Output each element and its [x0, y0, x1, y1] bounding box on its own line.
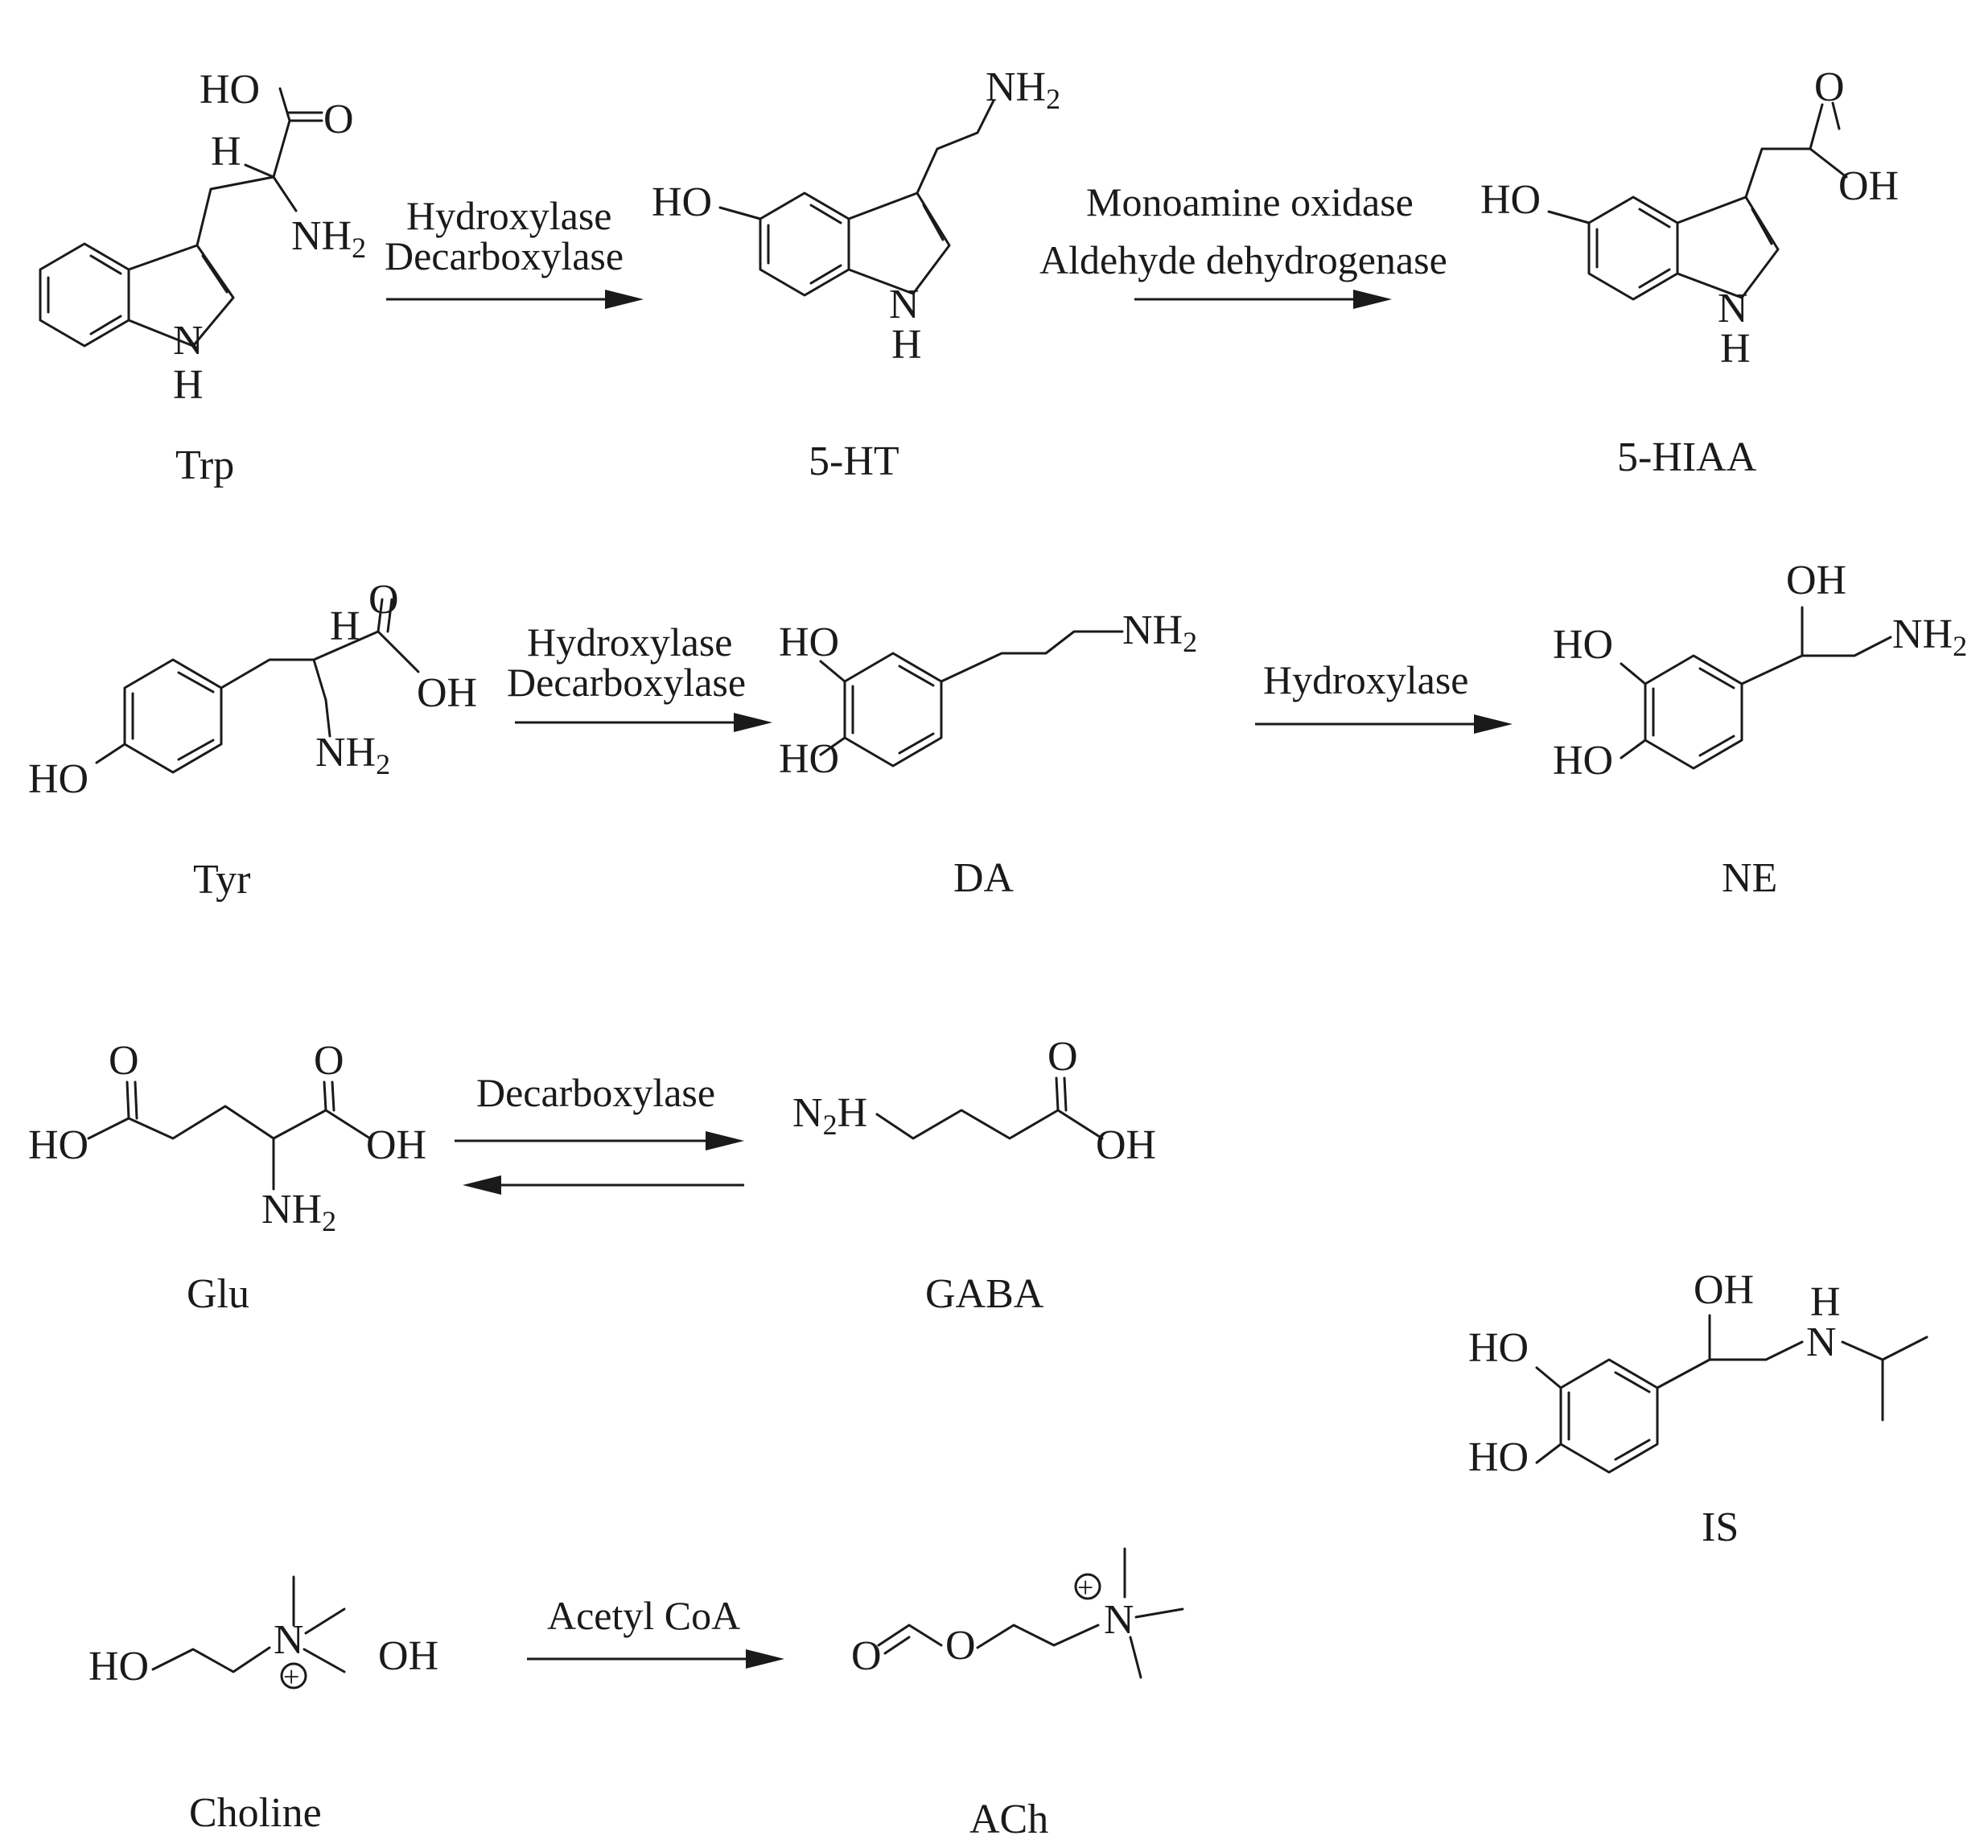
glu-nh2-label: NH2 — [261, 1187, 336, 1237]
compound-label-is: IS — [1702, 1504, 1739, 1550]
enzyme-label: Monoamine oxidase — [1086, 179, 1414, 224]
5hiaa-structure: HO O OH N H — [1480, 64, 1899, 372]
choline-plus-charge: + — [283, 1661, 299, 1693]
trp-ring-h-label: H — [173, 362, 204, 408]
trp-ho-label: HO — [200, 67, 260, 113]
enzyme-label: Hydroxylase — [527, 619, 733, 665]
tyr-carbonyl-o-label: O — [368, 577, 399, 623]
ach-structure: O O N + — [851, 1547, 1184, 1679]
ne-nh2-label: NH2 — [1892, 611, 1967, 662]
is-ho-bottom-label: HO — [1468, 1434, 1529, 1480]
5ht-nh2-label: NH2 — [986, 64, 1060, 115]
compound-label-ach: ACh — [969, 1797, 1048, 1842]
da-structure: HO HO NH2 — [779, 607, 1197, 782]
compound-label-glu: Glu — [187, 1271, 249, 1317]
enzyme-label: Hydroxylase — [406, 193, 612, 238]
da-ho-top-label: HO — [779, 619, 839, 665]
is-amine-n-label: N — [1806, 1319, 1837, 1365]
ne-ho-top-label: HO — [1553, 622, 1613, 668]
ach-ester-o-label: O — [945, 1623, 976, 1669]
compound-label-trp: Trp — [175, 442, 234, 488]
arrow-glu-gaba-equilibrium: Decarboxylase — [455, 1070, 744, 1195]
compound-label-5hiaa: 5-HIAA — [1617, 434, 1757, 480]
choline-hydroxide-label: OH — [378, 1633, 438, 1679]
gaba-carbonyl-o-label: O — [1048, 1034, 1078, 1080]
trp-nh2-label: NH2 — [291, 213, 366, 264]
enzyme-label: Aldehyde dehydrogenase — [1039, 237, 1447, 282]
glu-o-left-label: O — [109, 1038, 139, 1084]
glu-structure: O O HO OH NH2 — [28, 1038, 426, 1237]
arrow-choline-to-ach: Acetyl CoA — [527, 1593, 784, 1669]
5ht-ring-h-label: H — [891, 322, 922, 368]
arrow-da-to-ne: Hydroxylase — [1255, 657, 1513, 734]
tyr-ho-label: HO — [28, 756, 88, 802]
compound-label-tyr: Tyr — [193, 857, 250, 903]
compound-label-choline: Choline — [189, 1790, 322, 1836]
compound-label-ne: NE — [1722, 855, 1777, 901]
ach-n-label: N — [1104, 1597, 1134, 1643]
5hiaa-oh-label: OH — [1838, 163, 1899, 209]
compound-label-5ht: 5-HT — [809, 438, 899, 484]
enzyme-label: Acetyl CoA — [547, 1593, 740, 1638]
choline-ho-label: HO — [88, 1644, 149, 1690]
ne-ho-bottom-label: HO — [1553, 738, 1613, 784]
ne-structure: OH HO HO NH2 — [1553, 558, 1967, 784]
enzyme-label: Hydroxylase — [1263, 657, 1469, 702]
arrow-tyr-to-da: Hydroxylase Decarboxylase — [507, 619, 772, 732]
enzyme-label: Decarboxylase — [385, 233, 624, 278]
5hiaa-ring-n-label: N — [1718, 286, 1748, 331]
is-structure: OH H N HO HO — [1468, 1267, 1928, 1480]
ach-plus-charge: + — [1077, 1571, 1093, 1603]
trp-carbonyl-o-label: O — [323, 97, 354, 142]
da-nh2-label: NH2 — [1122, 607, 1197, 658]
glu-ho-label: HO — [28, 1122, 88, 1168]
5ht-structure: HO NH2 N H — [652, 64, 1060, 368]
ach-carbonyl-o-label: O — [851, 1633, 882, 1679]
is-ho-top-label: HO — [1468, 1325, 1529, 1371]
gaba-n2h-label: N2H — [792, 1090, 867, 1141]
choline-n-label: N — [274, 1617, 304, 1663]
glu-o-right-label: O — [314, 1038, 344, 1084]
ne-oh-label: OH — [1786, 558, 1846, 603]
enzyme-label: Decarboxylase — [476, 1070, 715, 1115]
5ht-ring-n-label: N — [889, 282, 920, 327]
5hiaa-ring-h-label: H — [1720, 326, 1751, 372]
5hiaa-carbonyl-o-label: O — [1814, 64, 1845, 110]
choline-structure: HO N + OH — [88, 1575, 438, 1693]
trp-ring-n-label: N — [173, 318, 204, 364]
glu-oh-label: OH — [366, 1122, 426, 1168]
tyr-structure: H O OH NH2 HO — [28, 577, 477, 802]
tyr-oh-label: OH — [417, 670, 477, 716]
arrow-5ht-to-5hiaa: Monoamine oxidase Aldehyde dehydrogenase — [1039, 179, 1447, 309]
trp-h-label: H — [211, 129, 241, 175]
trp-structure: HO O H NH2 N H — [39, 67, 366, 408]
gaba-structure: N2H O OH — [792, 1034, 1156, 1168]
compound-label-gaba: GABA — [925, 1271, 1044, 1317]
da-ho-bottom-label: HO — [779, 736, 839, 782]
5ht-ho-label: HO — [652, 179, 712, 225]
is-oh-label: OH — [1694, 1267, 1754, 1313]
enzyme-label: Decarboxylase — [507, 660, 746, 705]
tyr-h-label: H — [330, 603, 360, 649]
compound-label-da: DA — [953, 855, 1015, 901]
is-amine-h-label: H — [1810, 1279, 1841, 1325]
5hiaa-ho-label: HO — [1480, 177, 1541, 223]
tyr-nh2-label: NH2 — [315, 730, 390, 780]
arrow-trp-to-5ht: Hydroxylase Decarboxylase — [385, 193, 644, 309]
gaba-oh-label: OH — [1096, 1122, 1156, 1168]
